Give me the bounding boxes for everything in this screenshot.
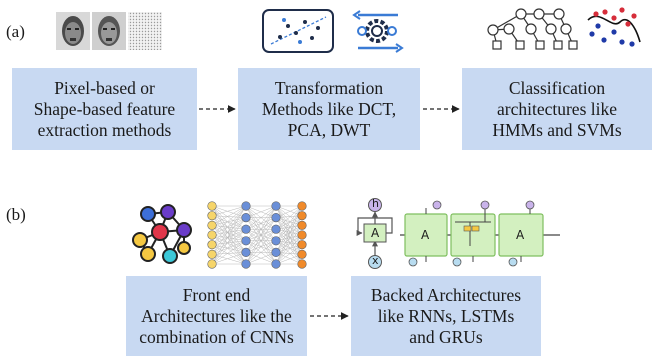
nn-node <box>297 220 307 230</box>
nn-node <box>207 240 217 250</box>
nn-node <box>297 240 307 250</box>
scatter-plot-icon <box>262 9 334 53</box>
nn-node <box>241 201 251 211</box>
rnn-cell-icon <box>356 198 393 269</box>
transformation-methods-box: Transformation Methods like DCT, PCA, DW… <box>238 68 420 150</box>
neural-network-icon <box>207 201 307 269</box>
rnn-hidden-label: h <box>372 197 379 210</box>
rnn-input-label: x <box>372 254 379 267</box>
lstm-chain-icon <box>400 200 560 267</box>
nn-node <box>297 201 307 211</box>
nn-node <box>207 230 217 240</box>
nn-node <box>241 213 251 223</box>
nn-node <box>207 259 217 269</box>
nn-node <box>241 224 251 234</box>
nn-node <box>207 201 217 211</box>
nn-node <box>297 259 307 269</box>
rnn-cell-label: A <box>371 226 380 240</box>
nn-node <box>207 211 217 221</box>
nn-node <box>271 259 281 269</box>
front-end-architectures-box: Front end Architectures like the combina… <box>126 276 307 356</box>
nn-node <box>297 230 307 240</box>
nn-node <box>271 213 281 223</box>
nn-node <box>297 211 307 221</box>
graphical-model-icon <box>487 8 578 50</box>
transform-gear-icon <box>352 10 404 53</box>
svm-boundary-icon <box>587 7 641 47</box>
nn-node <box>241 247 251 257</box>
nn-node <box>271 224 281 234</box>
nn-node <box>207 220 217 230</box>
nn-node <box>297 249 307 259</box>
panel-a-label: (a) <box>6 22 25 41</box>
lstm-cell-3-label: A <box>516 228 525 242</box>
nn-node <box>207 249 217 259</box>
nn-node <box>271 236 281 246</box>
panel-b-label: (b) <box>6 205 26 224</box>
backed-architectures-box: Backed Architectures like RNNs, LSTMs an… <box>351 276 541 356</box>
feature-extraction-box: Pixel-based or Shape-based feature extra… <box>12 68 197 150</box>
nn-node <box>241 259 251 269</box>
face-image-icon <box>56 12 162 50</box>
lstm-cell-1-label: A <box>421 228 430 242</box>
nn-node <box>241 236 251 246</box>
nn-node <box>271 201 281 211</box>
nn-node <box>271 247 281 257</box>
classification-architectures-box: Classification architectures like HMMs a… <box>462 68 652 150</box>
graph-network-icon <box>132 204 192 264</box>
